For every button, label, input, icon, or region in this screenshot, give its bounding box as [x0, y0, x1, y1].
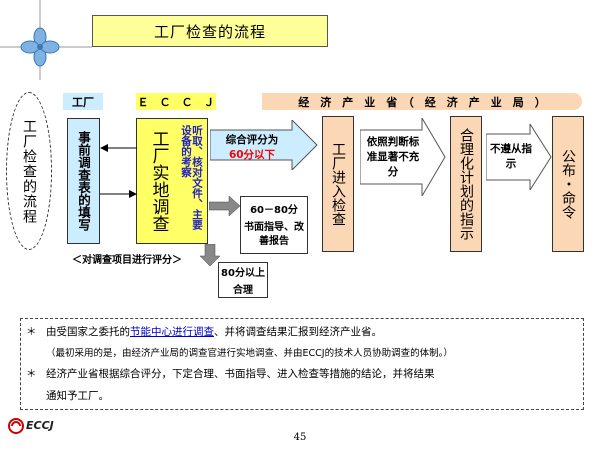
onsite-survey-label: 工厂实地调查 [148, 130, 169, 232]
onsite-survey-box: 工厂实地调查 听取、核对文件、主要设备的考察 [136, 118, 208, 244]
score-80-plus-arrow-icon [200, 244, 220, 266]
header-ministry: 经 济 产 业 省 （ 经 济 产 业 局 ） [262, 93, 582, 110]
score-under-60-value: 60分以下 [228, 148, 276, 161]
header-factory: 工厂 [63, 93, 103, 110]
forward-arrow-icon [100, 190, 137, 198]
score-under-60-label: 综合评分为 [225, 133, 279, 146]
onsite-inspection-box: 工厂进入检查 [322, 116, 354, 252]
note-2-bullet: ＊ [26, 368, 37, 380]
note-1: 由受国家之委托的节能中心进行调查、并将调查结果汇报到经济产业省。 [46, 322, 576, 342]
score-60-80-label: 60－80分 [250, 204, 298, 216]
publish-command-box: 公布・命令 [552, 116, 584, 252]
judgement-label: 依照判断标准显著不充分 [366, 135, 420, 178]
note-2-line-1: 经济产业省根据综合评分，下定合理、书面指导、进入检查等措施的结论，并将结果 [46, 368, 435, 380]
score-80-plus-label: 80分以上 [221, 267, 265, 279]
note-1-prefix: 由受国家之委托的 [46, 326, 130, 338]
score-80-plus-box [218, 262, 268, 298]
side-label: 工厂检查的流程 [21, 118, 37, 224]
notes-box [20, 318, 584, 410]
report-label: 书面指导、改善报告 [244, 222, 304, 247]
score-60-80-box [240, 196, 308, 254]
page-title: 工厂检查的流程 [92, 15, 328, 47]
not-comply-arrow-icon [486, 124, 552, 190]
score-under-60-arrow-icon [210, 120, 318, 170]
pre-survey-box: 事前调查表的填写 [67, 118, 100, 244]
flower-decoration-icon [0, 0, 92, 80]
note-1-bullet: ＊ [26, 326, 37, 338]
note-2-line-2: 通知予工厂。 [46, 390, 109, 402]
page-number: 45 [293, 431, 307, 443]
scoring-caption: ＜对调查项目进行评分＞ [72, 255, 182, 266]
note-1-sub: （最初采用的是，由经济产业局的调查官进行实地调查、并由ECCJ的技术人员协助调查… [46, 348, 453, 359]
onsite-survey-note: 听取、核对文件、主要设备的考察 [180, 125, 203, 230]
not-comply-label: 不遵从指示 [490, 143, 532, 170]
energy-center-link[interactable]: 节能中心进行调查 [130, 326, 214, 338]
pass-label: 合理 [233, 284, 253, 296]
side-oval [6, 92, 52, 250]
back-arrow-icon [100, 144, 137, 152]
plan-instruction-box: 合理化计划的指示 [450, 116, 482, 252]
eccj-logo-text: ECCJ [26, 419, 54, 432]
header-eccj: Ｅ Ｃ Ｃ Ｊ [136, 93, 216, 110]
note-1-suffix: 、并将调查结果汇报到经济产业省。 [214, 326, 382, 338]
judgement-arrow-icon [360, 118, 446, 196]
eccj-logo-icon [8, 418, 24, 434]
score-60-80-arrow-icon [209, 196, 241, 216]
